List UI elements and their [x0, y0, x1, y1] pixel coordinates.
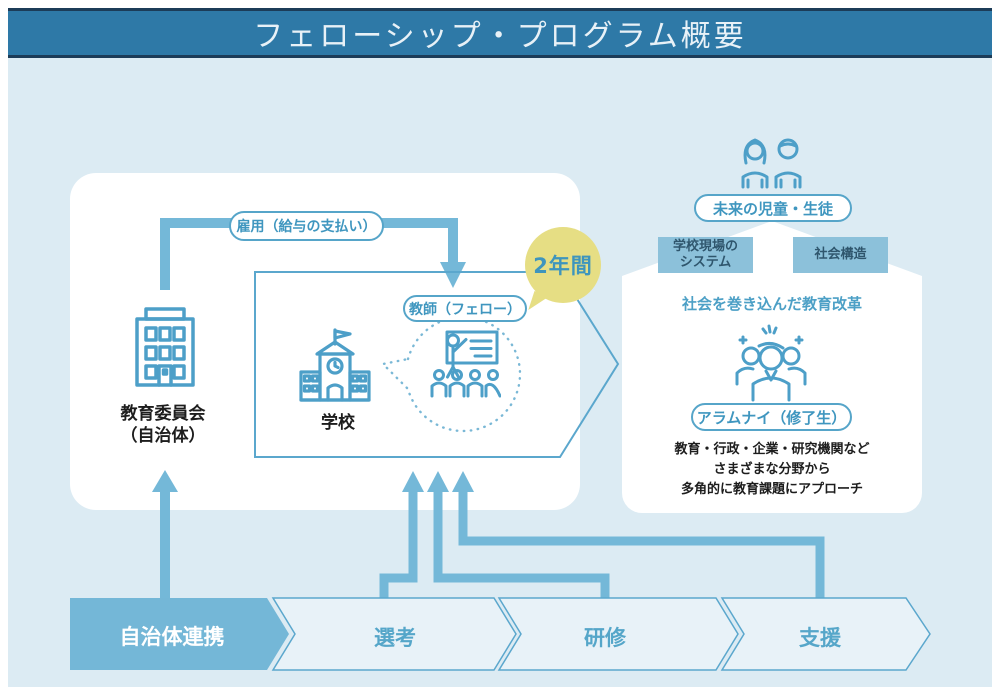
sparkle [794, 335, 804, 345]
page-title: フェローシップ・プログラム概要 [253, 19, 747, 54]
duration-bubble: 2年間 [525, 227, 601, 303]
school-system-box: 学校現場の システム [658, 237, 753, 273]
connector-training-head [427, 471, 449, 492]
connector-selection-head [402, 471, 424, 492]
step-chevron-training[interactable] [497, 597, 739, 671]
reform-heading: 社会を巻き込んだ教育改革 [681, 295, 862, 313]
teacher-fellow-label: 教師（フェロー） [409, 301, 521, 318]
children-icon [741, 138, 802, 189]
duration-label: 2年間 [533, 254, 593, 278]
connector-selection [379, 490, 418, 598]
connector-municipality-head [152, 470, 178, 492]
alumni-description: 教育・行政・企業・研究機関など さまざまな分野から 多角的に教育課題にアプローチ [674, 442, 870, 497]
sparkle [761, 324, 778, 335]
sparkle [738, 335, 748, 345]
future-students-pill: 未来の児童・生徒 [694, 194, 852, 222]
connector-support [458, 490, 825, 598]
fellow-dotted-bubble [380, 315, 522, 433]
employment-pill: 雇用（給与の支払い） [229, 211, 384, 241]
school-label: 学校 [321, 413, 355, 433]
alumni-group-icon [735, 324, 807, 402]
connector-training [433, 490, 610, 598]
step-label-selection[interactable]: 選考 [374, 626, 416, 650]
alumni-pill: アラムナイ（修了生） [691, 403, 852, 431]
step-label-municipality[interactable]: 自治体連携 [119, 625, 225, 649]
step-label-training[interactable]: 研修 [584, 626, 626, 650]
future-students-label: 未来の児童・生徒 [712, 199, 833, 218]
school-icon [299, 328, 371, 402]
step-chevron-selection[interactable] [271, 597, 517, 671]
teacher-fellow-pill: 教師（フェロー） [403, 295, 527, 322]
step-chevron-municipality[interactable] [70, 598, 289, 670]
board-of-education-label: 教育委員会 （自治体） [120, 404, 206, 446]
connector-support-head [452, 471, 474, 492]
step-label-support[interactable]: 支援 [799, 626, 841, 650]
building-icon [135, 307, 195, 387]
employment-label: 雇用（給与の支払い） [236, 219, 377, 235]
step-chevron-support[interactable] [720, 597, 931, 671]
alumni-label: アラムナイ（修了生） [696, 408, 847, 427]
teacher-whiteboard-icon [430, 330, 501, 398]
employment-arrowhead [440, 262, 466, 288]
social-structure-box: 社会構造 [793, 237, 888, 273]
title-bar: フェローシップ・プログラム概要 [8, 8, 992, 58]
impact-card [622, 276, 922, 513]
school-box [254, 271, 620, 458]
